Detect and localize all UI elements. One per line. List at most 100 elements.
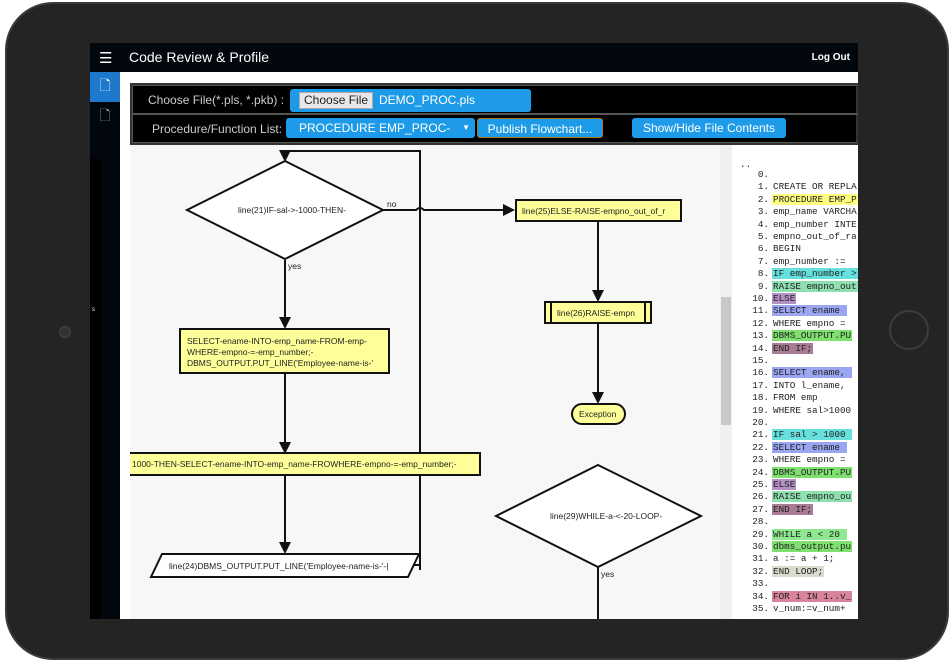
output-node[interactable] [149,553,421,578]
line-number: 3. [757,206,769,218]
code-line: 12.WHERE empno = [732,318,852,330]
show-hide-file-button[interactable]: Show/Hide File Contents [632,118,786,138]
code-text: dbms_output.pu [772,541,853,552]
code-text: FROM emp [773,392,818,404]
publish-flowchart-button[interactable]: Publish Flowchart... [477,118,603,138]
loop-back-edge [279,150,421,570]
code-line: 4.emp_number INTE [732,219,858,231]
code-text: DBMS_OUTPUT.PU [772,466,853,478]
code-text: BEGIN [773,243,801,255]
code-text: ELSE [772,479,797,490]
line-number: 8. [757,268,769,280]
line-number: 26. [752,491,769,503]
code-text [772,578,774,589]
line-number: 12. [752,317,769,329]
file-icon: 🗋 [99,77,111,93]
code-text: ELSE [772,293,797,304]
line-number: 6. [757,243,769,255]
code-text: IF emp_number > [772,268,858,280]
decision-node[interactable] [184,159,386,261]
scrollbar-thumb[interactable] [721,297,731,425]
process-node[interactable] [179,328,390,374]
toolbar-panel: Choose File(*.pls, *.pkb) : Choose File … [130,83,858,145]
process-line-1: SELECT-ename-INTO-emp_name-FROM-emp- [187,336,367,346]
yes-label: yes [288,261,301,271]
code-line: 19.WHERE sal>1000 [732,405,852,417]
code-line: 26.RAISE empno_ou [732,491,853,503]
code-line: 35.v_num:=v_num+ [732,603,847,615]
line-number: 22. [752,441,769,453]
line-number: 34. [752,590,769,602]
file-label: Choose File(*.pls, *.pkb) : [148,93,285,107]
code-line: 34.FOR i IN 1..v_ [732,590,853,603]
flowchart-scrollbar[interactable] [720,145,732,619]
code-text: DBMS_OUTPUT.PU [772,330,853,342]
code-text: SELECT ename, [772,367,853,379]
home-button[interactable] [889,310,929,350]
hamburger-icon[interactable]: ☰ [99,50,113,67]
line-number: 13. [752,330,769,342]
code-text: emp_name VARCHA [773,206,857,218]
code-line: 27.END IF; [732,503,814,516]
code-line: 13.DBMS_OUTPUT.PU [732,330,853,342]
line-number: 18. [752,392,769,404]
code-line: 5.empno_out_of_ra [732,231,858,243]
line-number: 24. [752,466,769,478]
line-number: 14. [752,342,769,354]
raise-label: line(26)RAISE-empn [557,308,635,318]
panel-text-fragment: s [92,307,95,313]
line-number: 30. [752,541,769,552]
line-number: 32. [752,565,769,577]
line-number: 11. [752,305,769,317]
line-number: 35. [752,603,769,614]
process-line-2: WHERE-empno-=-emp_number;- [187,347,314,357]
code-line: 2.PROCEDURE EMP_P [732,193,858,206]
while-decision-node[interactable] [493,463,704,569]
code-line: 7.emp_number := [732,256,852,268]
line-number: 5. [757,231,769,242]
code-text: END IF; [772,342,814,354]
code-text: PROCEDURE EMP_P [772,193,858,205]
code-line: 29.WHILE a < 20 [732,528,847,541]
procedure-selected-value: PROCEDURE EMP_PROC- [299,121,451,135]
process-wide-label: 1000-THEN-SELECT-ename-INTO-emp_name-FRO… [132,459,457,469]
file-input[interactable]: Choose File DEMO_PROC.pls [290,89,531,112]
sidebar-item-file-2[interactable]: 🗋 [90,102,120,132]
code-text: RAISE empno_ou [772,491,853,503]
code-line: 30.dbms_output.pu [732,541,853,553]
line-number: 0. [757,169,769,180]
code-line: 6. BEGIN [732,243,802,255]
code-line: 22.SELECT ename [732,441,847,454]
process-node-wide[interactable] [130,452,481,476]
logout-link[interactable]: Log Out [811,52,850,63]
line-number: 21. [752,429,769,441]
choose-file-button[interactable]: Choose File [299,92,374,109]
yes-label-2: yes [601,569,614,579]
code-text: RAISE empno_out [772,280,858,292]
code-line: 3. emp_name VARCHA [732,206,858,218]
code-line: 31. a := a + 1; [732,553,835,565]
collapsed-panel: s [90,159,101,619]
code-text: END LOOP; [772,565,825,577]
exception-terminal[interactable] [571,403,626,425]
code-line: 25.ELSE [732,479,797,491]
code-text: a := a + 1; [773,553,835,565]
code-line: 18. FROM emp [732,392,819,404]
else-node[interactable] [515,199,682,222]
line-number: 1. [757,181,769,193]
raise-node[interactable] [544,301,652,324]
line-number: 7. [757,255,769,267]
code-line: 15. [732,355,774,367]
file-icon: 🗋 [99,107,111,123]
sidebar-item-file-1[interactable]: 🗋 [90,72,120,102]
code-line: 17.INTO l_ename, [732,380,852,392]
code-text: WHERE sal>1000 [773,404,852,416]
line-number: 16. [752,367,769,379]
code-top-marks: .. [740,159,752,170]
code-line: 14.END IF; [732,342,814,355]
code-line: 28. [732,516,774,528]
procedure-select[interactable]: PROCEDURE EMP_PROC-▼ [286,118,475,138]
line-number: 31. [752,553,769,565]
file-row: Choose File(*.pls, *.pkb) : Choose File … [132,85,858,114]
